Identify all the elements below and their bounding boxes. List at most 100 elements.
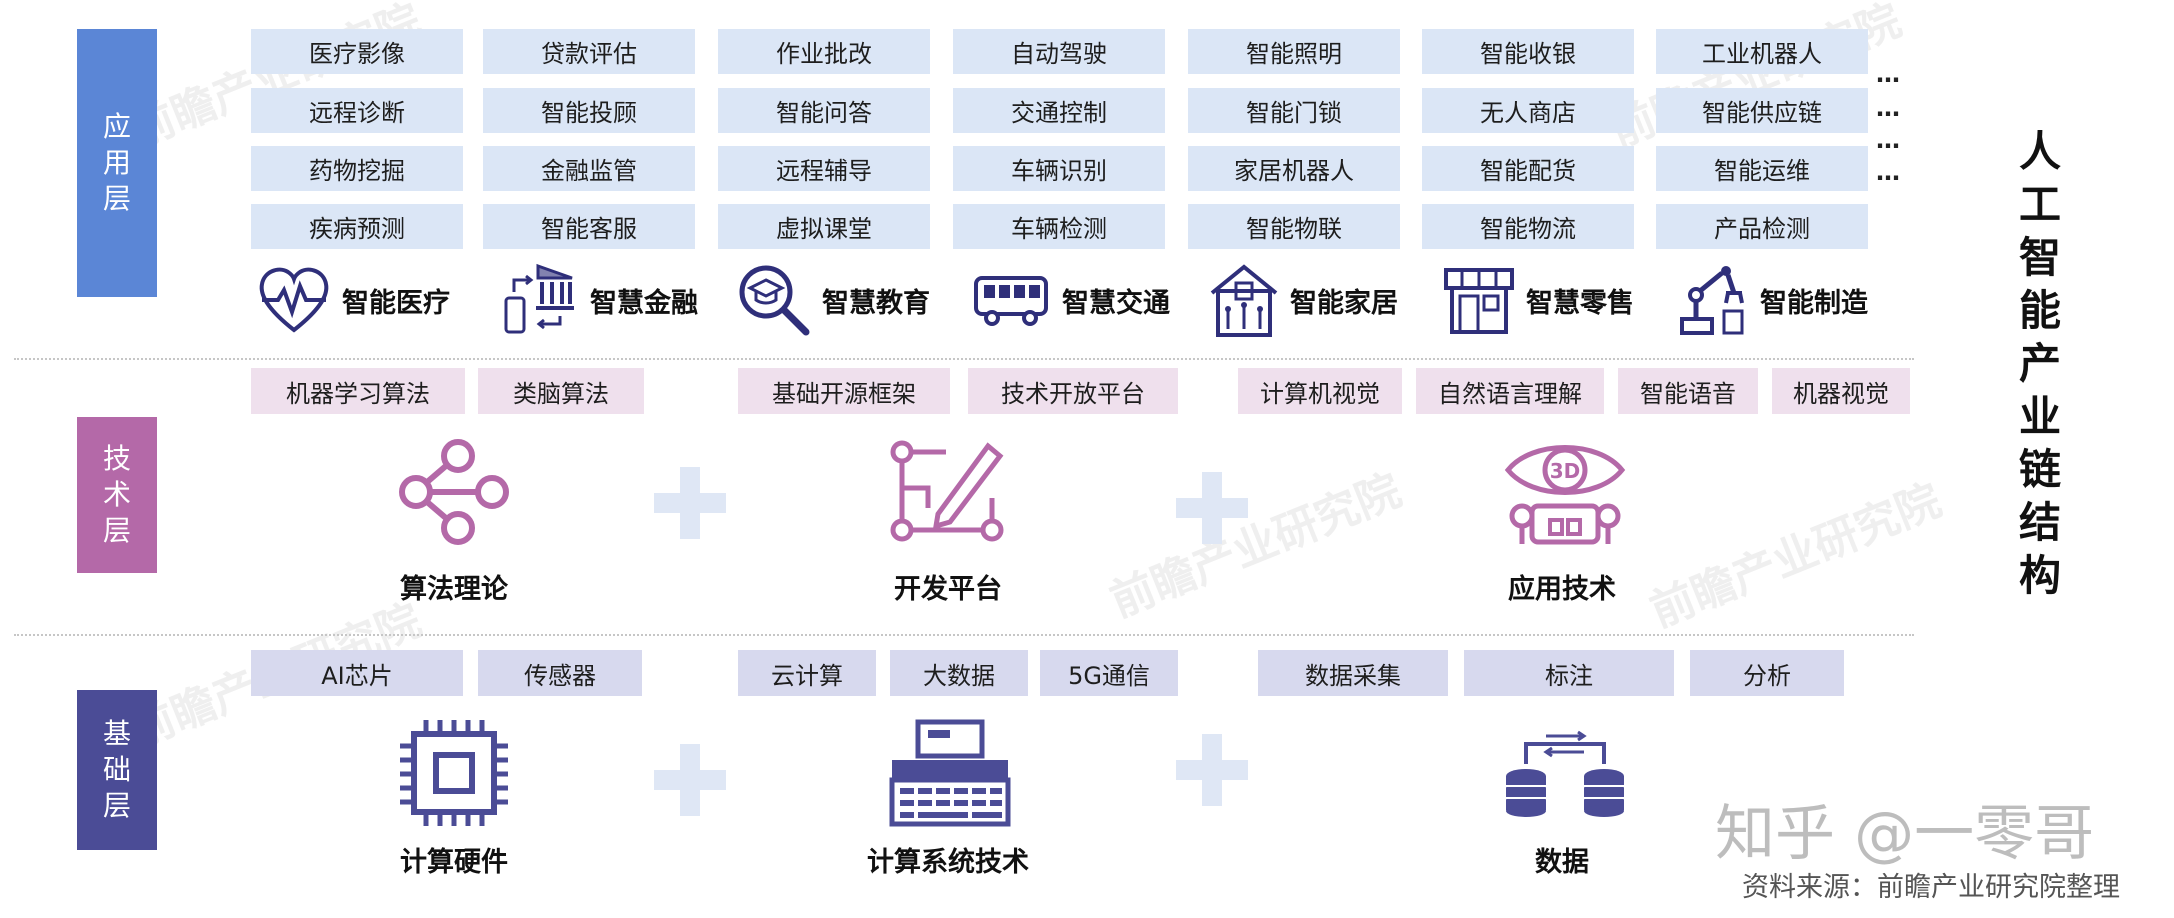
database-sync-icon	[1506, 730, 1624, 817]
plus-icon	[1176, 734, 1248, 806]
category-label: 智慧零售	[1526, 287, 1634, 319]
app-item: 智能问答	[718, 88, 930, 133]
title-char: 技	[102, 442, 131, 475]
app-item: 智能供应链	[1656, 88, 1868, 133]
category-smart-traffic: 智慧交通	[972, 260, 1170, 340]
app-item: 智能收银	[1422, 29, 1634, 74]
technology-layer-label: 技术层	[77, 417, 157, 573]
source-note: 资料来源：前瞻产业研究院整理	[1742, 872, 2120, 903]
app-item: 家居机器人	[1188, 146, 1400, 191]
group-label: 算法理论	[400, 574, 508, 605]
base-item: 标注	[1464, 650, 1674, 696]
network-nodes-icon	[399, 439, 509, 545]
watermark: 前瞻产业研究院	[1643, 474, 1949, 638]
title-char: 层	[102, 514, 131, 547]
smart-house-icon	[1210, 264, 1278, 337]
app-item: 交通控制	[953, 88, 1165, 133]
category-smart-medical: 智能医疗	[256, 260, 450, 340]
category-label: 智能医疗	[342, 287, 450, 319]
storefront-icon	[1444, 268, 1514, 334]
title-char: 业	[2018, 392, 2061, 441]
application-layer-label: 应用层	[77, 29, 157, 297]
category-label: 智能家居	[1290, 287, 1398, 319]
base-item: 大数据	[890, 650, 1028, 696]
ellipsis: …	[1876, 158, 1900, 186]
layer-divider	[14, 634, 1914, 636]
tech-item: 智能语音	[1618, 368, 1758, 414]
tech-item: 机器视觉	[1772, 368, 1910, 414]
app-item: 智能运维	[1656, 146, 1868, 191]
app-item: 作业批改	[718, 29, 930, 74]
layer-label-text: 技术层	[103, 441, 131, 549]
svg-text:3D: 3D	[1550, 459, 1581, 483]
group-label: 数据	[1535, 847, 1589, 878]
group-label: 应用技术	[1508, 574, 1616, 605]
base-item: 数据采集	[1258, 650, 1448, 696]
app-item: 金融监管	[483, 146, 695, 191]
category-label: 智慧交通	[1062, 287, 1170, 319]
ellipsis: …	[1876, 126, 1900, 154]
category-label: 智能制造	[1760, 287, 1868, 319]
heart-pulse-icon	[259, 267, 329, 333]
app-item: 智能照明	[1188, 29, 1400, 74]
app-item: 智能配货	[1422, 146, 1634, 191]
watermark: 前瞻产业研究院	[123, 0, 429, 158]
title-char: 基	[102, 717, 131, 750]
layer-divider	[14, 358, 1914, 360]
plus-icon	[654, 467, 726, 539]
app-item: 车辆检测	[953, 204, 1165, 249]
title-char: 术	[102, 478, 131, 511]
tech-item: 自然语言理解	[1416, 368, 1604, 414]
layer-label-text: 基础层	[103, 716, 131, 824]
app-item: 智能客服	[483, 204, 695, 249]
base-item: AI芯片	[251, 650, 463, 696]
app-item: 药物挖掘	[251, 146, 463, 191]
app-item: 远程辅导	[718, 146, 930, 191]
category-label: 智慧教育	[822, 287, 930, 319]
group-label: 计算硬件	[400, 847, 508, 878]
title-char: 能	[2018, 286, 2061, 335]
title-char: 产	[2018, 339, 2061, 388]
ellipsis: …	[1876, 94, 1900, 122]
chip-icon	[400, 720, 508, 826]
bus-icon	[974, 276, 1048, 326]
category-label: 智慧金融	[590, 287, 698, 319]
title-char: 用	[102, 146, 131, 179]
blueprint-pen-icon	[890, 440, 1004, 542]
base-item: 云计算	[738, 650, 876, 696]
title-char: 链	[2018, 445, 2061, 494]
category-smart-manufacturing: 智能制造	[1676, 260, 1868, 340]
tech-item: 计算机视觉	[1238, 368, 1402, 414]
app-item: 自动驾驶	[953, 29, 1165, 74]
signature: 知乎 @一零哥	[1715, 799, 2095, 869]
title-char: 人	[2018, 127, 2061, 176]
tech-item: 基础开源框架	[738, 368, 950, 414]
group-label: 计算系统技术	[867, 847, 1029, 878]
base-item: 分析	[1690, 650, 1844, 696]
title-char: 应	[102, 110, 131, 143]
category-smart-education: 智慧教育	[736, 260, 930, 340]
robot-arm-icon	[1680, 266, 1744, 335]
title-char: 层	[102, 789, 131, 822]
app-item: 医疗影像	[251, 29, 463, 74]
title-char: 构	[2018, 551, 2061, 600]
app-item: 疾病预测	[251, 204, 463, 249]
foundation-layer-label: 基础层	[77, 690, 157, 850]
app-item: 贷款评估	[483, 29, 695, 74]
app-item: 智能投顾	[483, 88, 695, 133]
title-char: 智	[2018, 233, 2061, 282]
graduation-search-icon	[739, 265, 810, 336]
category-smart-finance: 智慧金融	[500, 260, 698, 340]
app-item: 无人商店	[1422, 88, 1634, 133]
plus-icon	[1176, 472, 1248, 544]
page-title: 人工智能产业链结构	[2015, 125, 2065, 602]
base-item: 5G通信	[1040, 650, 1178, 696]
computer-system-icon	[889, 719, 1011, 827]
category-smart-home: 智能家居	[1208, 260, 1398, 340]
bank-transfer-icon	[504, 263, 574, 334]
app-item: 智能物流	[1422, 204, 1634, 249]
title-char: 结	[2018, 498, 2061, 547]
watermark: 前瞻产业研究院	[1603, 0, 1909, 158]
base-item: 传感器	[478, 650, 642, 696]
app-item: 智能物联	[1188, 204, 1400, 249]
